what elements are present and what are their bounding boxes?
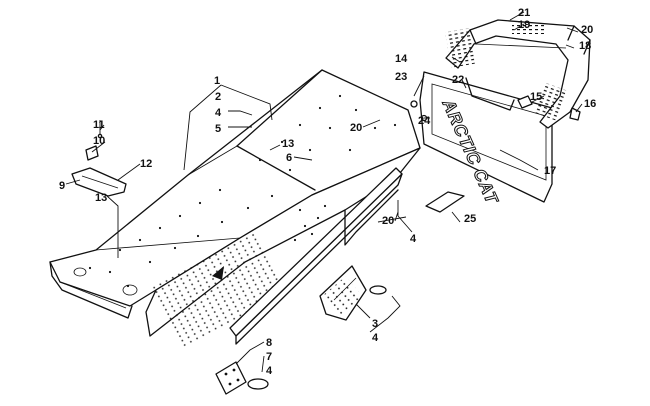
callout-10: 10 [93,135,105,147]
callout-8: 8 [266,337,272,349]
callout-4d: 4 [266,365,273,377]
callout-2: 2 [215,91,221,103]
callout-24: 24 [418,115,431,127]
callout-11: 11 [93,119,105,131]
callout-25: 25 [464,213,476,225]
callout-20: 20 [350,122,362,134]
callout-5: 5 [215,123,221,135]
callout-4: 4 [215,107,222,119]
clip [569,107,581,121]
callout-4b: 4 [410,233,417,245]
callout-15: 15 [530,91,542,103]
callout-14: 14 [395,53,408,65]
callout-3: 3 [372,318,378,330]
leader-lines [65,11,583,373]
callout-22: 22 [452,74,464,86]
plate-parts [215,361,269,395]
callout-20b: 20 [382,215,394,227]
left-small-parts [71,120,127,197]
callout-19: 19 [518,19,530,31]
callout-13: 13 [282,138,294,150]
decal [425,191,465,213]
nut [410,100,418,108]
bracket [465,77,515,111]
callout-16: 16 [584,98,596,110]
callout-labels: 1 2 4 5 13 6 20 11 10 12 9 13 20 4 25 3 … [59,7,596,377]
callout-12: 12 [140,158,152,170]
callout-20c: 20 [581,24,593,36]
reflector [517,95,533,109]
callout-9: 9 [59,180,65,192]
callout-21: 21 [518,7,530,19]
callout-23: 23 [395,71,407,83]
callout-13b: 13 [95,192,107,204]
callout-6: 6 [286,152,292,164]
tunnel-assembly [49,69,421,350]
callout-4c: 4 [372,332,379,344]
callout-7: 7 [266,351,272,363]
callout-1: 1 [214,75,220,87]
foot-rest [319,265,387,321]
callout-17: 17 [544,165,556,177]
callout-18: 18 [579,40,591,52]
